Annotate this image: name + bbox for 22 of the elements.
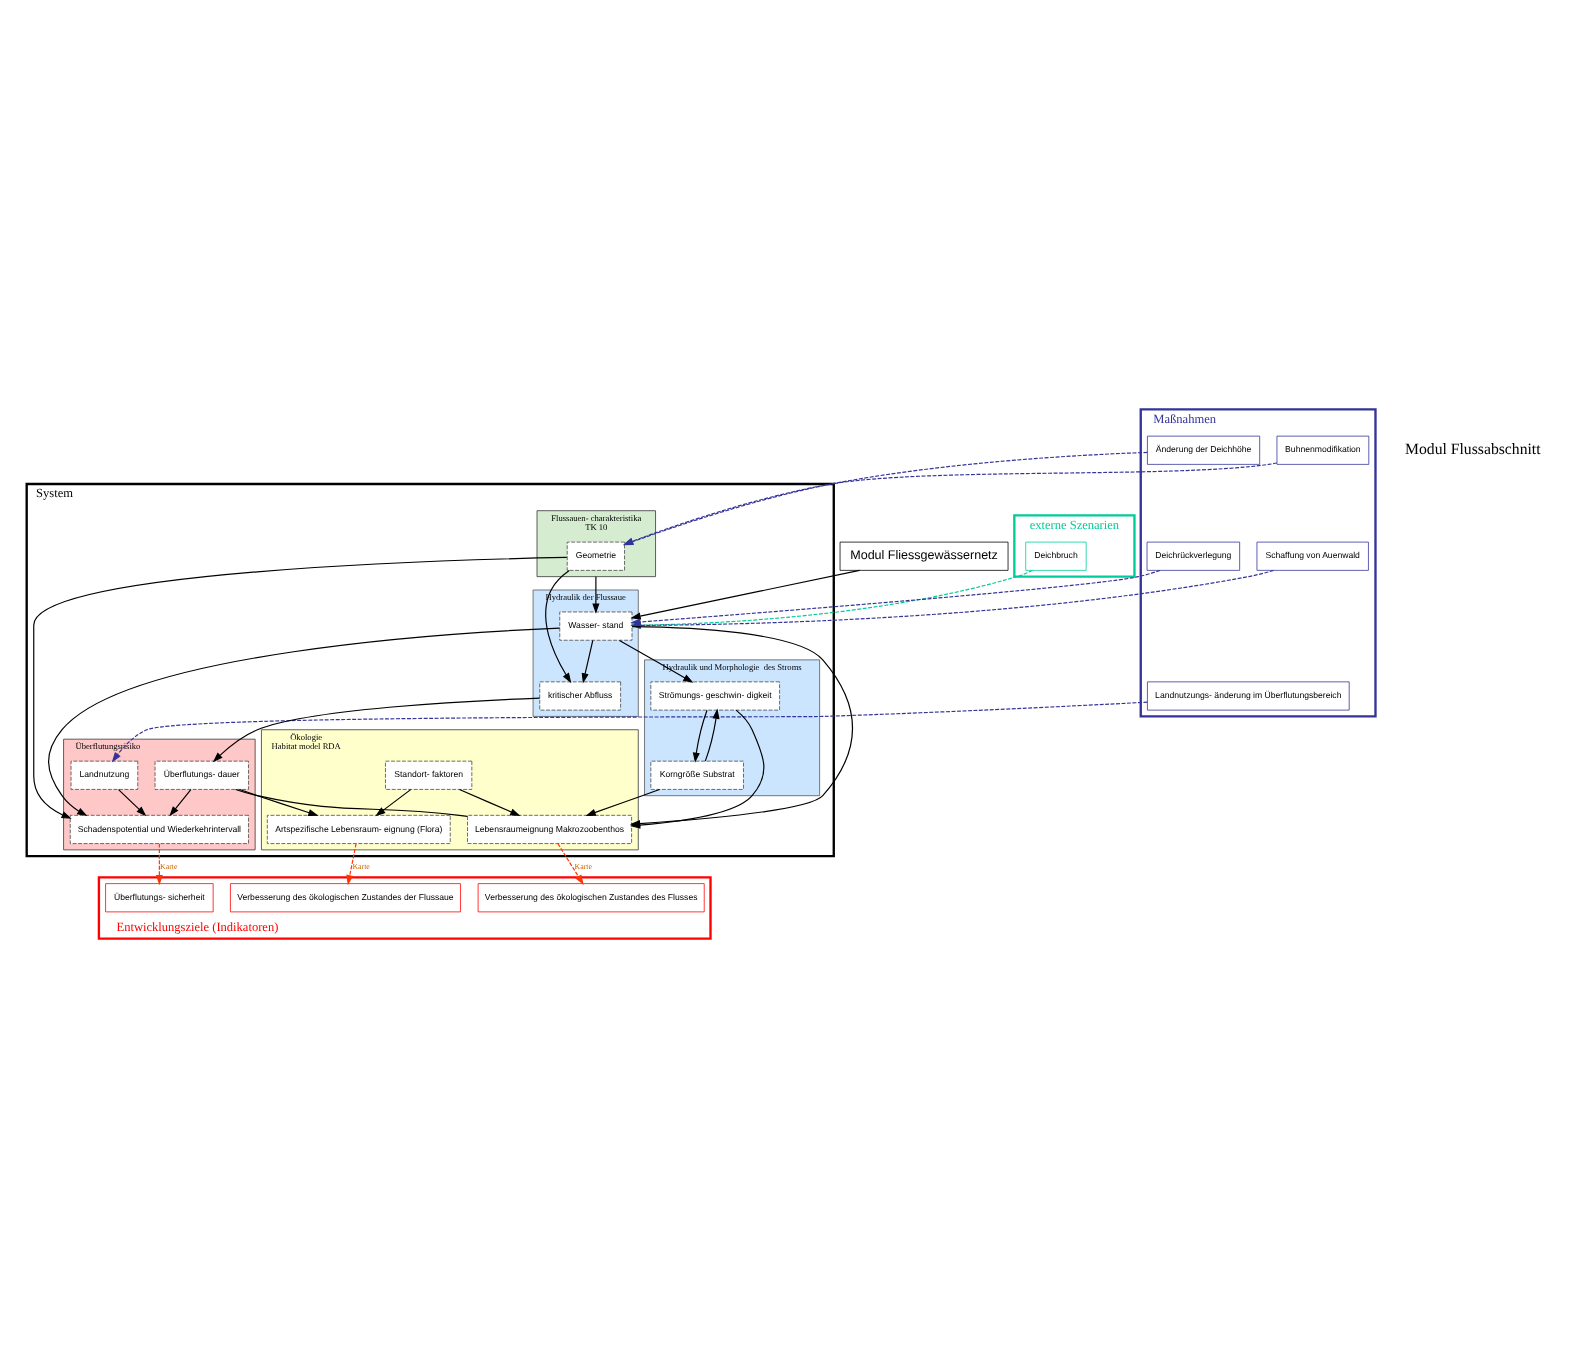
arrow: [346, 842, 357, 885]
arrow: [33, 555, 568, 818]
arrow: [585, 787, 661, 815]
arrow: [704, 707, 720, 761]
arrow: [458, 787, 521, 815]
arrow: [618, 638, 694, 682]
label: Modul Flussabschnitt: [1405, 439, 1541, 458]
arrow: [557, 842, 584, 884]
connector: [235, 787, 468, 816]
arrow: [212, 696, 541, 762]
arrow: [692, 708, 708, 762]
arrow: [581, 638, 594, 683]
arrow: [592, 575, 600, 613]
arrow: [169, 788, 192, 816]
arrow: [155, 842, 163, 885]
arrow: [111, 700, 1148, 762]
arrow: [117, 788, 147, 816]
arrow: [238, 787, 319, 816]
arrow: [48, 626, 561, 816]
arrow: [630, 568, 861, 619]
arrow: [545, 568, 572, 683]
arrow: [375, 788, 412, 816]
